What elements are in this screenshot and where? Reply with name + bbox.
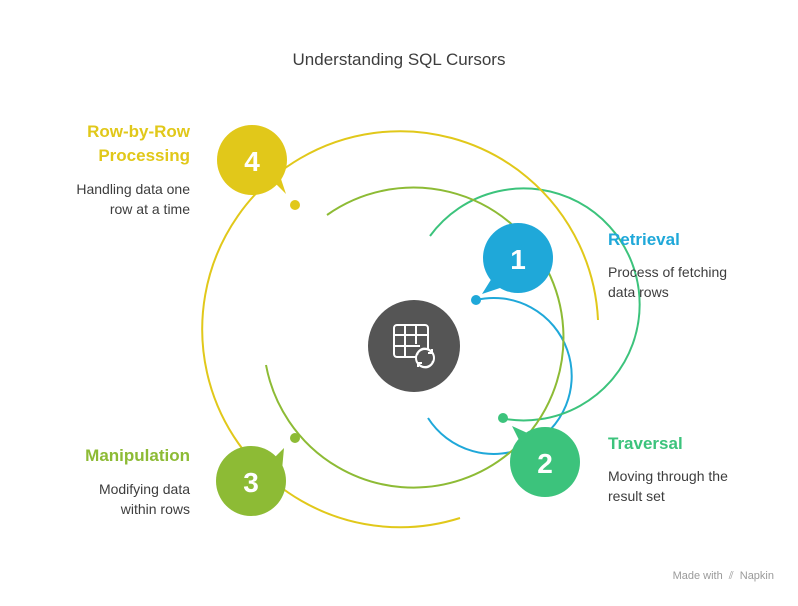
arc-step3 xyxy=(265,186,565,489)
step2-badge: 2 xyxy=(510,426,580,497)
step3-heading: Manipulation xyxy=(85,446,190,465)
arc-step1 xyxy=(427,297,573,455)
arc-dot-1 xyxy=(471,295,481,305)
arc-dot-4 xyxy=(290,200,300,210)
step4-number: 4 xyxy=(244,146,260,177)
center-hub xyxy=(368,300,460,392)
step1-number: 1 xyxy=(510,244,526,275)
step3-description-line1: Modifying data xyxy=(98,481,190,497)
step4-description: Handling data one row at a time xyxy=(76,179,190,219)
step1-description: Process of fetching data rows xyxy=(608,262,727,302)
step1-badge: 1 xyxy=(482,223,553,294)
napkin-watermark[interactable]: Made with ⫽ Napkin xyxy=(673,570,774,583)
step2-heading: Traversal xyxy=(608,434,683,453)
arc-dot-2 xyxy=(498,413,508,423)
step2-description-line1: Moving through the xyxy=(608,468,728,484)
step1-heading: Retrieval xyxy=(608,230,680,249)
step3-description: Modifying data within rows xyxy=(99,479,190,519)
step2-description: Moving through the result set xyxy=(608,466,728,506)
step2-number: 2 xyxy=(537,448,553,479)
watermark-prefix: Made with xyxy=(672,570,723,582)
arc-step2 xyxy=(429,187,641,422)
napkin-logo-icon: ⫽ xyxy=(728,570,734,582)
step4-heading: Row-by-Row Processing xyxy=(87,120,190,168)
watermark-brand: Napkin xyxy=(739,570,774,582)
step3-number: 3 xyxy=(243,467,259,498)
diagram-title: Understanding SQL Cursors xyxy=(292,50,506,69)
step1-description-line1: Process of fetching xyxy=(608,264,728,280)
step3-description-line2: within rows xyxy=(120,501,190,517)
step4-heading-line2: Processing xyxy=(98,146,190,165)
step4-description-line1: Handling data one xyxy=(76,181,190,197)
table-refresh-icon xyxy=(393,324,435,369)
step4-badge: 4 xyxy=(217,125,287,195)
step1-description-line2: data rows xyxy=(608,284,669,300)
arc-step4 xyxy=(201,130,599,529)
step3-badge: 3 xyxy=(216,446,286,516)
step4-heading-line1: Row-by-Row xyxy=(87,122,190,141)
step2-description-line2: result set xyxy=(608,488,665,504)
arc-dot-3 xyxy=(290,433,300,443)
step4-description-line2: row at a time xyxy=(109,201,190,217)
